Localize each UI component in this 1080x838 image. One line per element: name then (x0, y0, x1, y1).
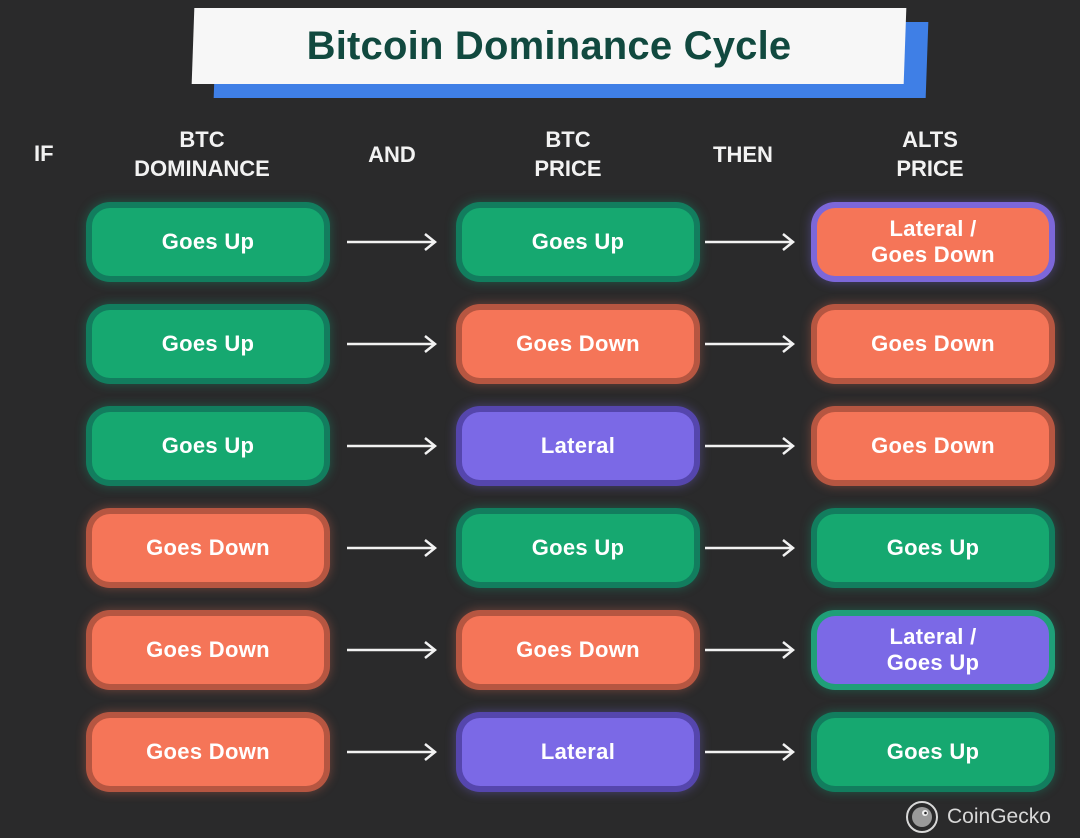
dominance-pill-row3: Goes Up (92, 412, 324, 480)
btc-price-pill-row5: Goes Down (462, 616, 694, 684)
pill-label: Goes Up (531, 229, 625, 254)
pill-label: Goes Up (886, 535, 980, 560)
btc-price-pill-row3: Lateral (462, 412, 694, 480)
alts-price-pill-row6: Goes Up (817, 718, 1049, 786)
header-alts-price-line2: PRICE (896, 156, 964, 181)
pill-label: Goes Down (516, 637, 640, 662)
dominance-pill-row6: Goes Down (92, 718, 324, 786)
arrow-right-icon (347, 641, 438, 659)
title-banner: Bitcoin Dominance Cycle (191, 8, 933, 100)
arrow-right-icon (705, 335, 796, 353)
header-if: IF (34, 141, 54, 166)
arrow-right-icon (705, 233, 796, 251)
header-alts-price: ALTS PRICE (880, 125, 980, 183)
dominance-pill-row4: Goes Down (92, 514, 324, 582)
header-btc-price-line2: PRICE (534, 156, 602, 181)
pill-label: Goes Up (161, 433, 255, 458)
arrow-right-icon (705, 539, 796, 557)
header-then: THEN (713, 142, 773, 167)
header-btc-dominance-line1: BTC (179, 127, 225, 152)
arrow-right-icon (705, 437, 796, 455)
gecko-logo-icon (906, 801, 938, 833)
alts-price-pill-row4: Goes Up (817, 514, 1049, 582)
pill-label-line2: Goes Up (886, 650, 980, 675)
arrow-right-icon (705, 743, 796, 761)
arrow-right-icon (705, 641, 796, 659)
pill-label-line2: Goes Down (871, 242, 995, 267)
alts-price-pill-row5: Lateral /Goes Up (817, 616, 1049, 684)
dominance-pill-row2: Goes Up (92, 310, 324, 378)
header-btc-price-line1: BTC (545, 127, 591, 152)
arrow-right-icon (347, 539, 438, 557)
header-and: AND (368, 142, 416, 167)
arrow-right-icon (347, 743, 438, 761)
btc-price-pill-row4: Goes Up (462, 514, 694, 582)
arrow-right-icon (347, 233, 438, 251)
pill-label: Goes Up (161, 331, 255, 356)
coingecko-logo: CoinGecko (905, 800, 1051, 834)
pill-label: Goes Down (516, 331, 640, 356)
alts-price-pill-row2: Goes Down (817, 310, 1049, 378)
btc-price-pill-row6: Lateral (462, 718, 694, 786)
pill-label: Goes Down (146, 637, 270, 662)
arrow-right-icon (347, 437, 438, 455)
btc-price-pill-row2: Goes Down (462, 310, 694, 378)
header-btc-dominance-line2: DOMINANCE (134, 156, 270, 181)
logo-text: CoinGecko (947, 805, 1051, 828)
pill-label-line1: Lateral / (889, 216, 977, 241)
header-btc-dominance: BTC DOMINANCE (112, 125, 292, 183)
pill-label: Goes Down (146, 535, 270, 560)
alts-price-pill-row3: Goes Down (817, 412, 1049, 480)
header-btc-price: BTC PRICE (518, 125, 618, 183)
dominance-pill-row5: Goes Down (92, 616, 324, 684)
pill-label: Goes Down (871, 331, 995, 356)
page-title: Bitcoin Dominance Cycle (306, 23, 792, 68)
pill-label: Lateral (540, 739, 616, 764)
pill-label: Lateral (540, 433, 616, 458)
arrow-right-icon (347, 335, 438, 353)
dominance-pill-row1: Goes Up (92, 208, 324, 276)
pill-label-line1: Lateral / (889, 624, 977, 649)
pill-label: Goes Up (161, 229, 255, 254)
btc-price-pill-row1: Goes Up (462, 208, 694, 276)
pill-label: Goes Up (886, 739, 980, 764)
pill-label: Goes Down (871, 433, 995, 458)
pill-label: Goes Up (531, 535, 625, 560)
header-alts-price-line1: ALTS (902, 127, 958, 152)
alts-price-pill-row1: Lateral /Goes Down (817, 208, 1049, 276)
pill-label: Goes Down (146, 739, 270, 764)
